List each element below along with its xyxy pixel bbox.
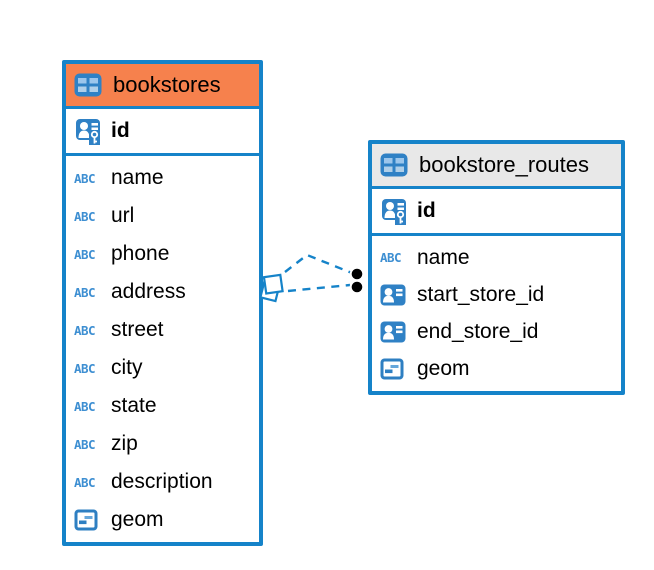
column-row-state[interactable]: ABC state — [66, 387, 259, 425]
text-type-icon: ABC — [74, 208, 96, 224]
foreign-key-icon — [380, 284, 410, 306]
column-name: street — [111, 318, 164, 341]
column-name: name — [111, 166, 164, 189]
column-name: name — [417, 245, 470, 269]
relationship-line-start-store-id[interactable] — [284, 253, 353, 275]
column-row-id[interactable]: id — [372, 189, 621, 236]
table-icon — [74, 73, 104, 97]
column-name: city — [111, 356, 143, 379]
text-type-icon: ABC — [74, 360, 96, 376]
geometry-type-icon — [74, 509, 104, 531]
text-type-icon: ABC — [74, 398, 96, 414]
relationship-target-dot-markers[interactable] — [349, 266, 365, 295]
column-name: end_store_id — [417, 320, 539, 344]
table-bookstore-routes[interactable]: bookstore_routes id ABC name — [368, 140, 625, 395]
primary-key-icon — [380, 196, 410, 226]
column-name: start_store_id — [417, 282, 545, 306]
columns-list: ABC name start_store_id — [372, 236, 621, 391]
primary-key-icon — [74, 116, 104, 146]
column-name: geom — [111, 508, 164, 531]
table-bookstores[interactable]: bookstores id ABC name ABC url — [62, 60, 263, 546]
column-name: zip — [111, 432, 138, 455]
relationship-source-diamond-markers[interactable] — [259, 273, 284, 303]
text-type-icon: ABC — [74, 322, 96, 338]
table-header[interactable]: bookstore_routes — [372, 144, 621, 189]
text-type-icon: ABC — [74, 436, 96, 452]
columns-list: ABC name ABC url ABC phone ABC address A… — [66, 156, 259, 542]
column-row-start-store-id[interactable]: start_store_id — [372, 276, 621, 313]
column-row-geom[interactable]: geom — [66, 501, 259, 539]
column-row-street[interactable]: ABC street — [66, 311, 259, 349]
column-row-end-store-id[interactable]: end_store_id — [372, 314, 621, 351]
text-type-icon: ABC — [74, 474, 96, 490]
column-row-name[interactable]: ABC name — [372, 239, 621, 276]
column-name: id — [111, 119, 130, 142]
column-name: id — [417, 199, 436, 222]
column-name: phone — [111, 242, 170, 265]
column-row-address[interactable]: ABC address — [66, 273, 259, 311]
table-title: bookstore_routes — [419, 152, 589, 177]
column-row-city[interactable]: ABC city — [66, 349, 259, 387]
column-row-phone[interactable]: ABC phone — [66, 235, 259, 273]
column-row-name[interactable]: ABC name — [66, 159, 259, 197]
column-row-description[interactable]: ABC description — [66, 463, 259, 501]
table-title: bookstores — [113, 72, 221, 97]
foreign-key-icon — [380, 321, 410, 343]
relationship-line-end-store-id[interactable] — [287, 283, 351, 293]
text-type-icon: ABC — [74, 284, 96, 300]
column-name: description — [111, 470, 213, 493]
column-name: url — [111, 204, 135, 227]
column-name: address — [111, 280, 186, 303]
column-row-id[interactable]: id — [66, 109, 259, 156]
column-name: state — [111, 394, 157, 417]
table-icon — [380, 153, 410, 177]
geometry-type-icon — [380, 358, 410, 380]
text-type-icon: ABC — [380, 250, 402, 266]
text-type-icon: ABC — [74, 170, 96, 186]
table-header[interactable]: bookstores — [66, 64, 259, 109]
text-type-icon: ABC — [74, 246, 96, 262]
column-row-geom[interactable]: geom — [372, 351, 621, 388]
column-row-zip[interactable]: ABC zip — [66, 425, 259, 463]
column-name: geom — [417, 357, 470, 381]
column-row-url[interactable]: ABC url — [66, 197, 259, 235]
